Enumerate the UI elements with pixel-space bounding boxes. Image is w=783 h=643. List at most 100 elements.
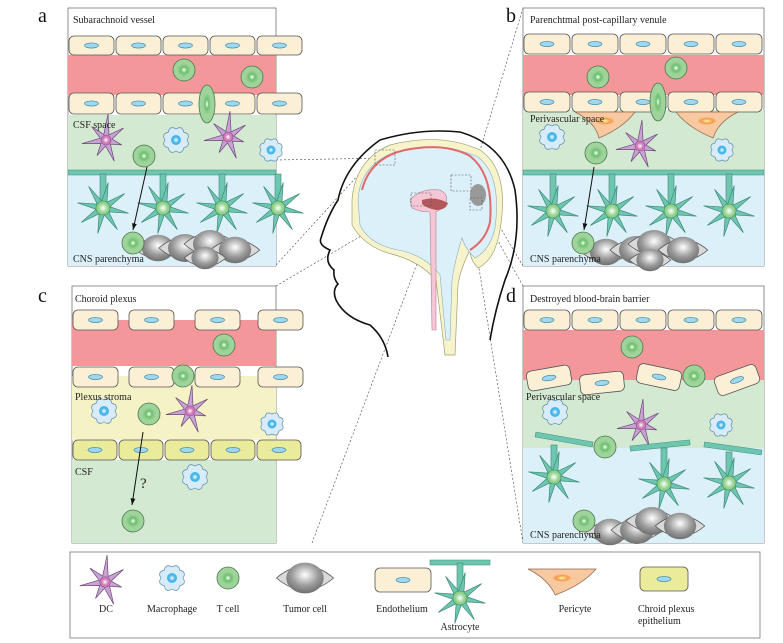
nucleus-icon — [272, 42, 287, 49]
panel-a — [67, 7, 304, 270]
nucleus-icon — [539, 317, 555, 323]
nucleus-icon — [225, 100, 240, 107]
endothelial-cell — [257, 366, 304, 388]
t-cell-icon — [572, 509, 596, 533]
t-cell-icon — [240, 65, 264, 89]
endothelial-cell — [194, 309, 241, 331]
panel-d — [522, 285, 765, 546]
endothelial-cell — [571, 33, 619, 55]
nucleus-icon — [730, 376, 744, 384]
zoom-region-box — [450, 174, 472, 192]
tumor-cell-icon — [209, 236, 261, 264]
endothelial-cell — [128, 366, 175, 388]
nucleus-icon — [273, 317, 288, 323]
macrophage-icon — [91, 398, 117, 424]
nucleus-icon — [635, 99, 651, 105]
t-cell-icon — [137, 402, 161, 426]
zoom-region-box — [469, 197, 483, 211]
nucleus-icon — [271, 447, 287, 453]
endothelial-cell — [256, 35, 303, 56]
nucleus-icon — [683, 41, 699, 47]
astrocyte-endfoot — [703, 441, 763, 456]
astrocyte-icon — [527, 173, 579, 237]
nucleus-icon — [178, 100, 193, 107]
macrophage-icon — [539, 124, 565, 150]
astrocyte-icon — [586, 173, 638, 237]
endothelial-cell — [715, 91, 763, 113]
nucleus-icon — [210, 317, 225, 323]
nucleus-icon — [210, 374, 225, 380]
nucleus-icon — [656, 576, 672, 582]
macrophage-icon — [709, 413, 733, 437]
nucleus-icon — [87, 447, 103, 453]
nucleus-icon — [587, 317, 603, 323]
nucleus-icon — [731, 99, 747, 105]
t-cell-icon — [216, 566, 240, 590]
migration-arrow — [132, 166, 148, 231]
endothelial-cell — [619, 33, 667, 55]
t-cell-icon — [571, 231, 595, 255]
t-cell-icon — [586, 65, 610, 89]
glia-limitans — [67, 169, 277, 176]
glia-limitans — [522, 169, 765, 176]
macrophage-icon — [182, 464, 208, 490]
nucleus-icon — [273, 374, 288, 380]
astrocyte-icon — [528, 444, 580, 503]
endothelial-cell — [523, 91, 571, 113]
dendritic-cell-icon — [81, 114, 124, 162]
astrocyte-icon — [196, 173, 248, 234]
choroid-epithelium-icon — [639, 566, 689, 592]
tumor-cell-icon — [654, 512, 706, 540]
t-cell-icon — [212, 333, 236, 357]
t-cell-icon — [620, 335, 644, 359]
t-cell-icon — [682, 364, 706, 388]
migration-arrow — [130, 431, 144, 506]
nucleus-icon — [272, 100, 287, 107]
endothelial-cell — [523, 309, 571, 331]
nucleus-icon — [635, 41, 651, 47]
choroid-epithelial-cell — [256, 439, 302, 461]
endothelial-cell — [525, 364, 573, 392]
legend — [69, 551, 761, 639]
migration-arrow — [582, 166, 595, 231]
endothelial-cell — [667, 91, 715, 113]
nucleus-icon — [88, 317, 103, 323]
endothelial-cell — [619, 309, 667, 331]
dendritic-cell-icon — [615, 120, 658, 168]
endothelial-cell — [667, 33, 715, 55]
t-cell-transmigrating-icon — [649, 82, 667, 122]
panel-c — [71, 285, 304, 544]
endothelial-cell — [571, 309, 619, 331]
endothelial-cell — [115, 35, 162, 56]
endothelial-cell — [68, 92, 115, 115]
tumor-cell-icon — [657, 236, 709, 264]
nucleus-icon — [651, 373, 667, 381]
choroid-epithelial-cell — [72, 439, 118, 461]
nucleus-icon — [84, 42, 99, 49]
connector-line — [471, 7, 524, 178]
tumor-cell-icon — [183, 246, 227, 270]
nucleus-icon — [731, 41, 747, 47]
t-cell-icon — [121, 231, 145, 255]
endothelial-cell — [715, 309, 763, 331]
pericyte-icon — [574, 111, 636, 139]
astrocyte-icon — [252, 173, 304, 234]
endothelial-cell — [523, 33, 571, 55]
nucleus-icon — [541, 374, 557, 382]
tumor-cell-icon — [628, 248, 672, 272]
nucleus-icon — [131, 42, 146, 49]
zoom-region-box — [410, 192, 432, 207]
nucleus-icon — [178, 42, 193, 49]
dendritic-cell-icon — [203, 111, 246, 159]
macrophage-icon — [159, 565, 185, 591]
t-cell-icon — [593, 435, 617, 459]
dendritic-cell-icon — [79, 554, 124, 605]
nucleus-icon — [731, 317, 747, 323]
t-cell-icon — [171, 364, 195, 388]
tumor-cell-icon — [275, 562, 335, 594]
superior-sagittal-sinus — [361, 146, 492, 251]
endothelial-cell — [256, 92, 303, 115]
endothelial-cell — [571, 91, 619, 113]
astrocyte-icon — [703, 451, 755, 509]
head-diagram — [275, 7, 524, 544]
